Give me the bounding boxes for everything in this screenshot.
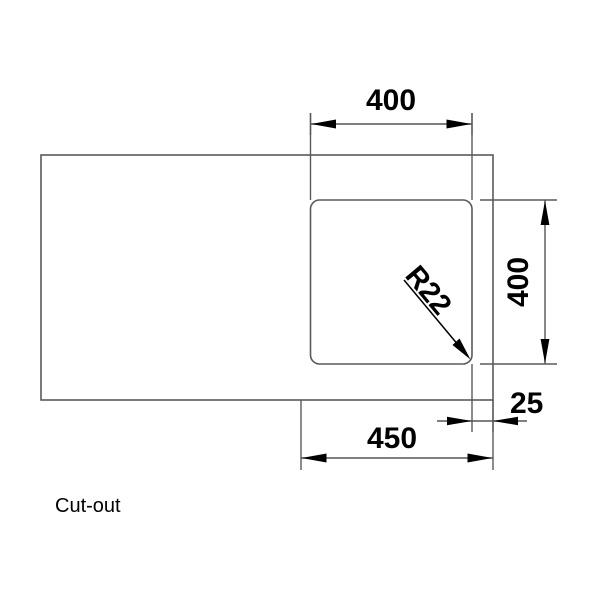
outer-panel-outline <box>40 154 494 401</box>
dimension-bottom-450: 450 <box>301 422 493 463</box>
arrow-top-400-right <box>446 119 472 129</box>
dimension-right-400: 400 <box>502 200 550 364</box>
arrow-right-400-bottom <box>540 339 550 364</box>
drawing-caption: Cut-out <box>55 495 121 517</box>
arrow-r22 <box>452 338 471 360</box>
arrow-bottom-450-left <box>301 453 327 463</box>
dim-label-top-400: 400 <box>366 84 416 117</box>
dim-label-bottom-450: 450 <box>367 422 417 455</box>
arrow-bottom-450-right <box>467 453 493 463</box>
dim-label-edge-25: 25 <box>510 387 543 420</box>
dim-label-right-400: 400 <box>502 257 535 307</box>
arrow-right-400-top <box>540 200 550 225</box>
cutout-outline <box>309 199 473 365</box>
leader-line-r22 <box>403 279 465 353</box>
arrow-edge-25-left <box>447 416 472 426</box>
dimension-edge-25: 25 <box>437 387 543 426</box>
dimension-top-400: 400 <box>309 84 473 135</box>
arrow-top-400-left <box>311 119 336 129</box>
arrow-edge-25-right <box>493 416 518 426</box>
radius-label-r22: R22 <box>399 260 458 321</box>
radius-callout-r22: R22 <box>399 260 471 360</box>
